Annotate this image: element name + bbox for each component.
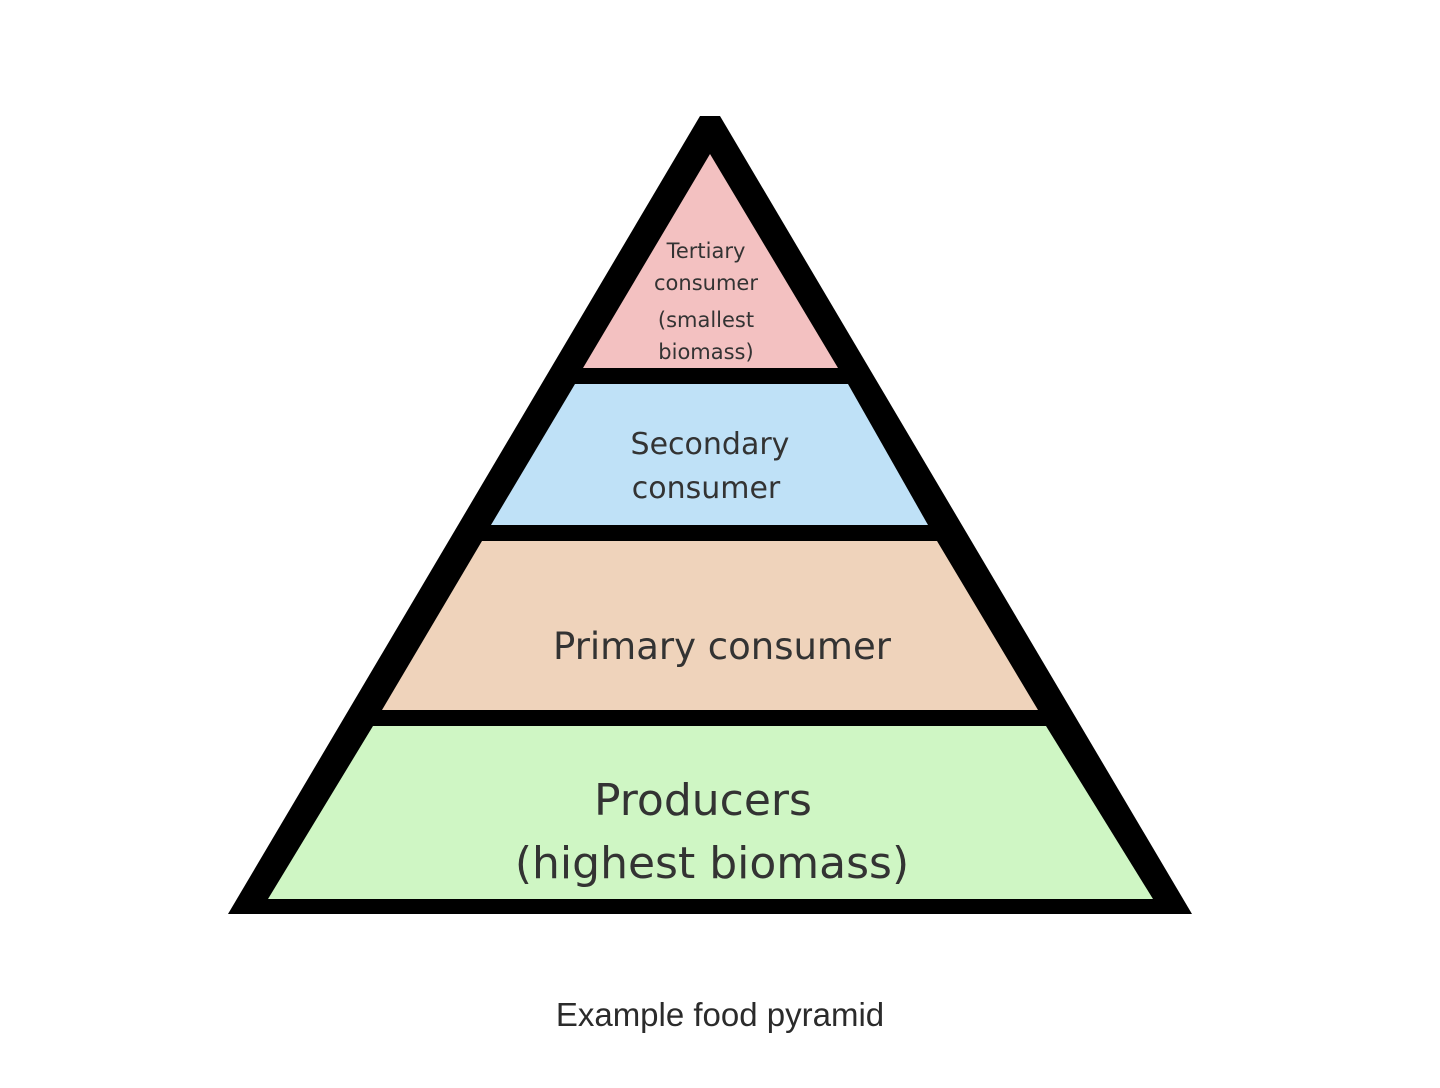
- tier-producers: [268, 726, 1153, 899]
- diagram-caption: Example food pyramid: [555, 996, 885, 1033]
- tier-tertiary-label: biomass): [658, 340, 753, 364]
- tier-tertiary: [583, 154, 838, 368]
- tier-primary: [382, 541, 1038, 710]
- tier-primary-label: Primary consumer: [553, 625, 892, 668]
- tier-secondary: [491, 384, 928, 525]
- tier-tertiary-label: consumer: [654, 271, 758, 295]
- tier-secondary-label: Secondary: [631, 427, 790, 462]
- tier-tertiary-label: (smallest: [658, 308, 754, 332]
- tier-producers-label: Producers: [594, 775, 812, 826]
- tier-secondary-label: consumer: [632, 471, 781, 506]
- tier-producers-label: (highest biomass): [515, 838, 909, 889]
- tier-tertiary-label: Tertiary: [666, 239, 746, 263]
